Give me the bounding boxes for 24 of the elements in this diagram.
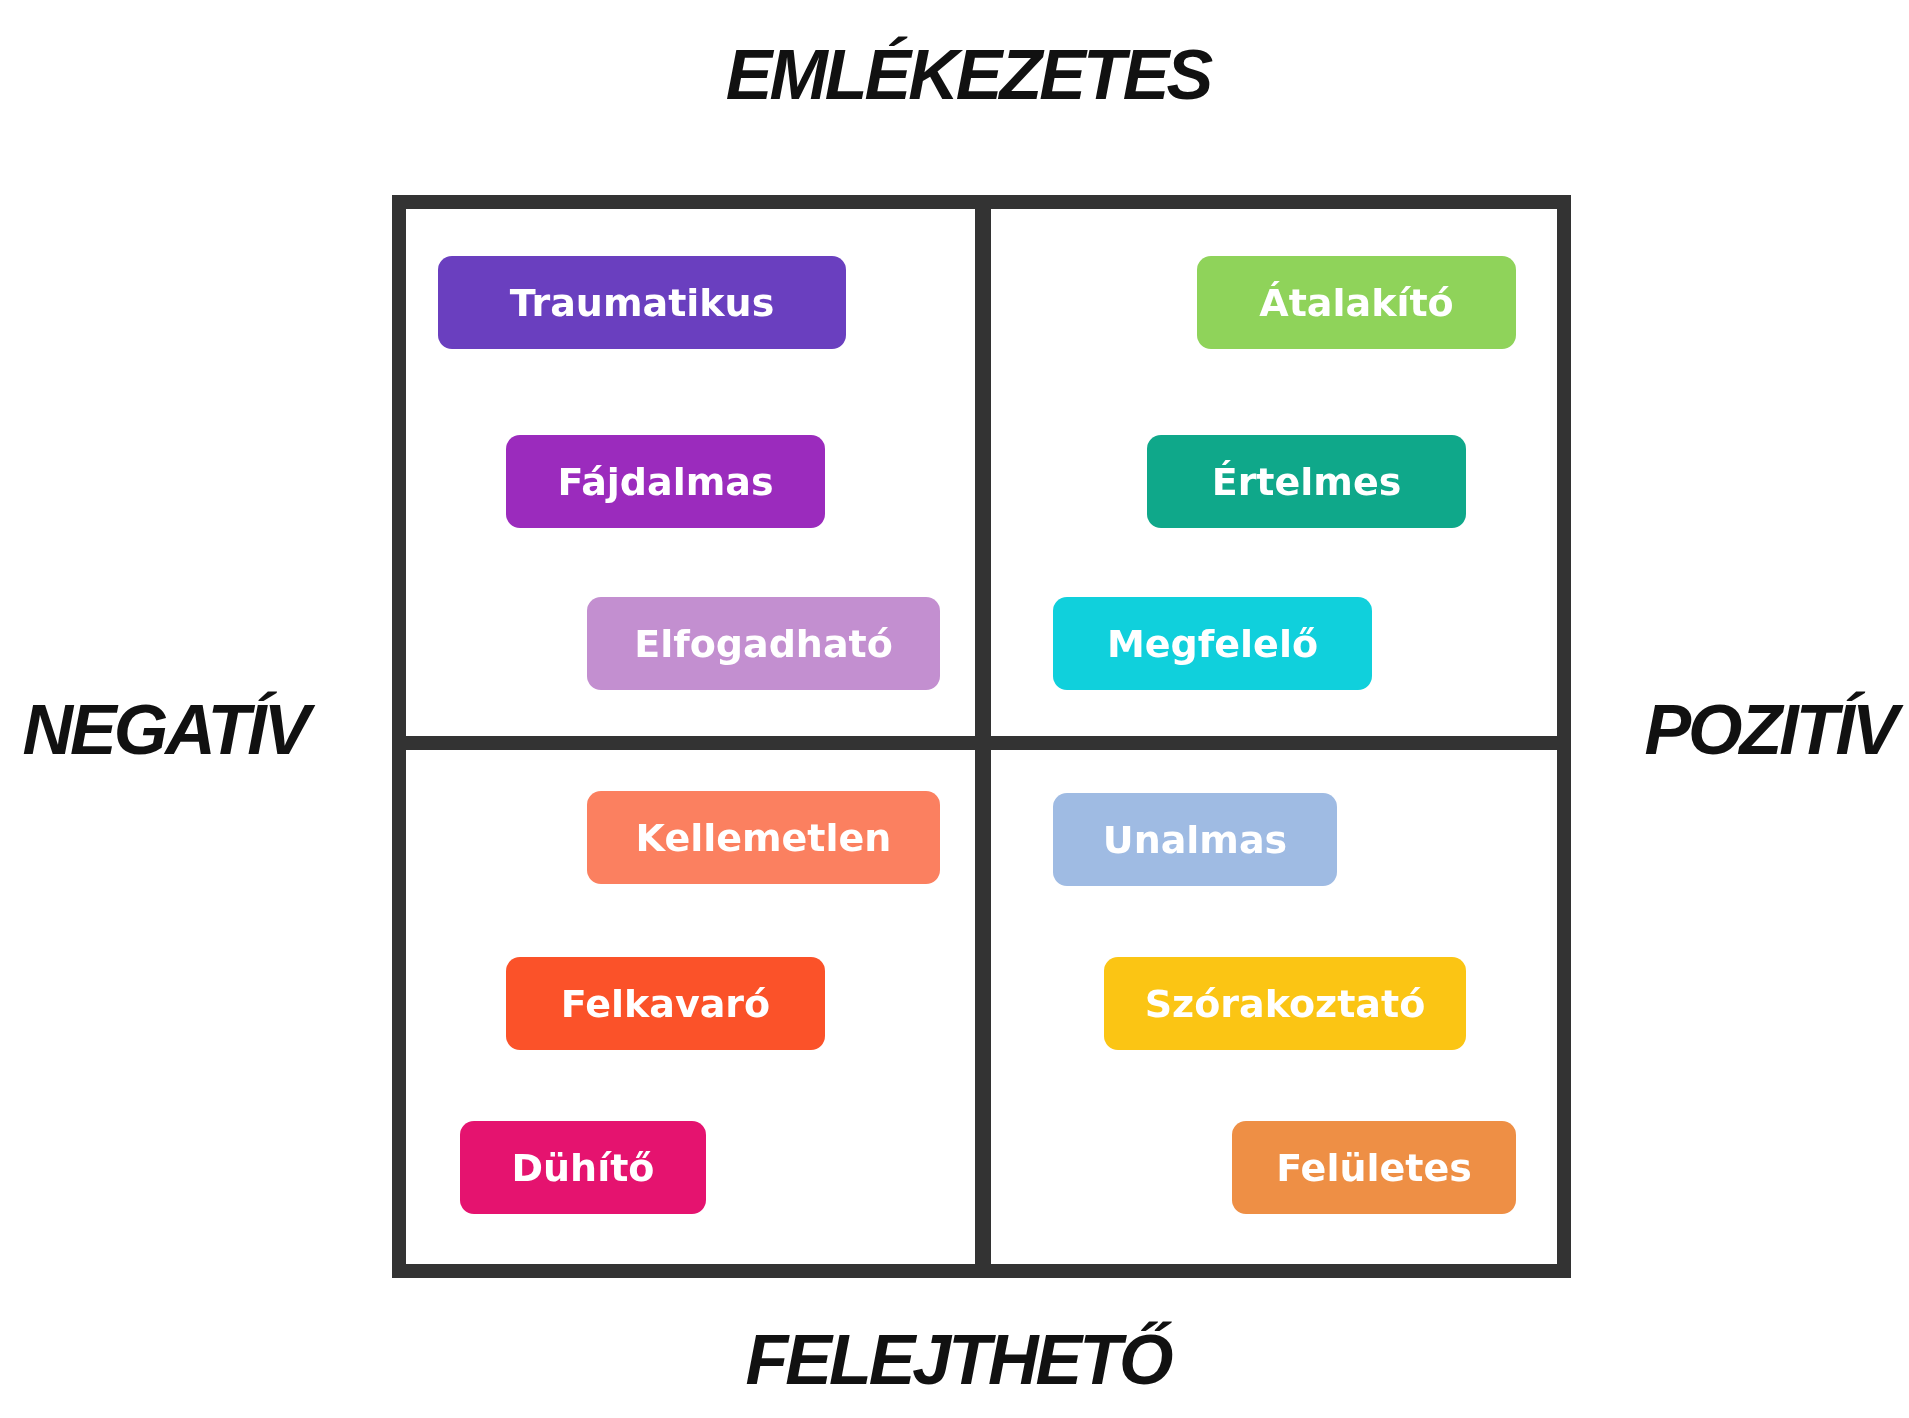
tag-pill bbox=[1053, 597, 1372, 690]
tag-pill bbox=[506, 435, 825, 528]
tag-label: Elfogadható bbox=[634, 621, 893, 666]
tag-label: Szórakoztató bbox=[1144, 981, 1426, 1026]
tag-pill bbox=[506, 957, 825, 1050]
tag-label: Átalakító bbox=[1259, 280, 1454, 325]
tag-label: Értelmes bbox=[1211, 459, 1402, 504]
tag-label: Felületes bbox=[1276, 1145, 1472, 1190]
tag-label: Kellemetlen bbox=[635, 815, 892, 860]
tag-pill bbox=[587, 597, 940, 690]
tag-label: Megfelelő bbox=[1107, 621, 1318, 666]
tag-pill bbox=[1053, 793, 1337, 886]
tag-pill bbox=[438, 256, 846, 349]
tag-pill bbox=[460, 1121, 706, 1214]
tag-label: Felkavaró bbox=[560, 981, 771, 1026]
tag-pill bbox=[587, 791, 940, 884]
tag-label: Unalmas bbox=[1102, 817, 1288, 862]
tag-label: Dühítő bbox=[511, 1145, 655, 1190]
tag-pill bbox=[1232, 1121, 1516, 1214]
tag-label: Traumatikus bbox=[509, 280, 775, 325]
tag-pill bbox=[1104, 957, 1466, 1050]
tag-label: Fájdalmas bbox=[557, 459, 774, 504]
tag-pill bbox=[1197, 256, 1516, 349]
tag-pill bbox=[1147, 435, 1466, 528]
